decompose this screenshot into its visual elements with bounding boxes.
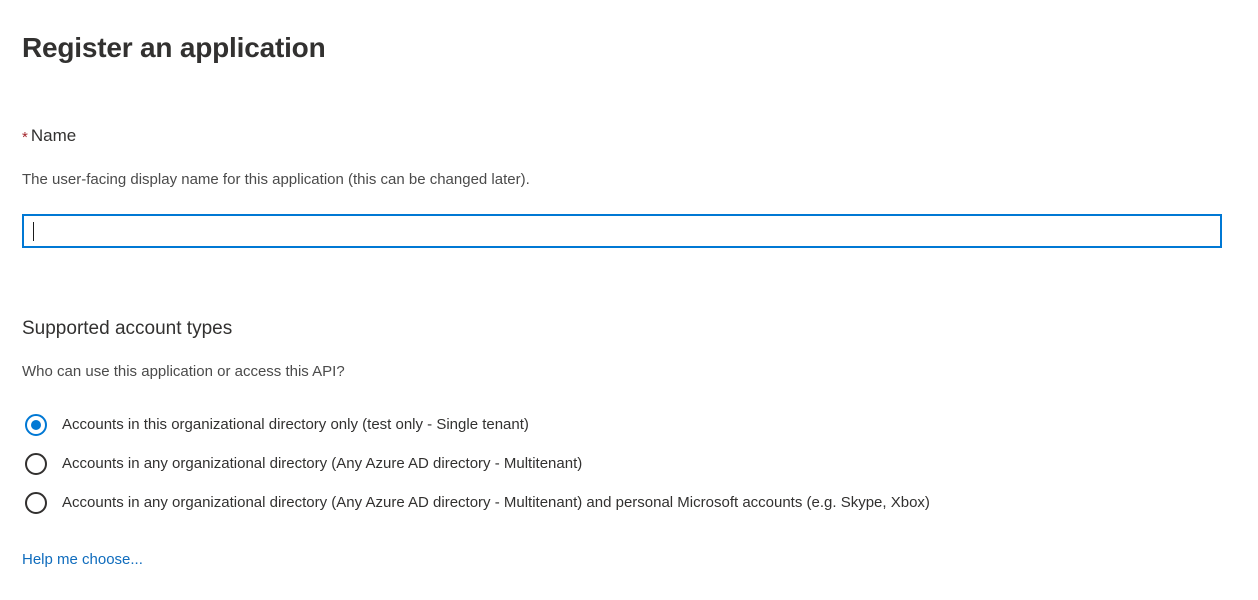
supported-account-types-heading: Supported account types <box>22 318 233 339</box>
supported-account-types-description: Who can use this application or access t… <box>22 363 345 380</box>
radio-option-single-tenant[interactable]: Accounts in this organizational director… <box>22 405 1242 444</box>
name-input[interactable] <box>24 216 1220 246</box>
radio-option-label: Accounts in any organizational directory… <box>62 494 930 511</box>
supported-account-types-radio-group: Accounts in this organizational director… <box>22 405 1242 522</box>
radio-option-multitenant-and-personal[interactable]: Accounts in any organizational directory… <box>22 483 1242 522</box>
text-caret <box>33 222 34 241</box>
name-input-container[interactable] <box>22 214 1222 248</box>
radio-button-icon[interactable] <box>25 452 47 475</box>
required-asterisk-icon: * <box>22 129 28 146</box>
help-me-choose-link[interactable]: Help me choose... <box>22 551 143 568</box>
radio-button-icon[interactable] <box>25 491 47 514</box>
name-field-label: *Name <box>22 124 76 149</box>
name-label-text: Name <box>30 126 77 145</box>
page-title: Register an application <box>22 31 326 63</box>
radio-option-label: Accounts in any organizational directory… <box>62 455 583 472</box>
radio-button-icon[interactable] <box>25 413 47 436</box>
radio-option-label: Accounts in this organizational director… <box>62 416 529 433</box>
radio-option-multitenant[interactable]: Accounts in any organizational directory… <box>22 444 1242 483</box>
name-field-description: The user-facing display name for this ap… <box>22 171 530 188</box>
